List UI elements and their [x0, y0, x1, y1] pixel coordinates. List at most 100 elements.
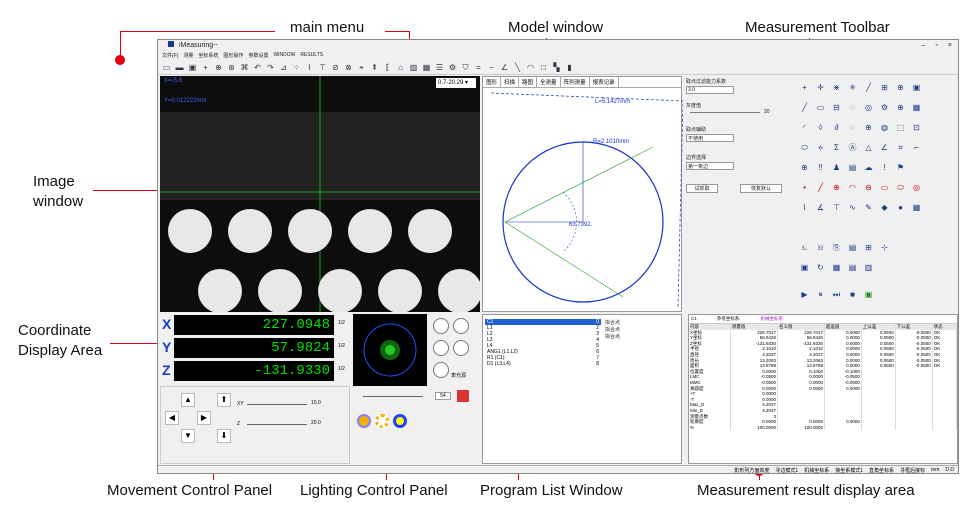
- report2-icon[interactable]: ⎂: [817, 243, 824, 252]
- top-light-icon[interactable]: [375, 414, 389, 428]
- red-rect-icon[interactable]: ▭: [880, 183, 889, 192]
- hook-icon[interactable]: ∂: [834, 123, 839, 132]
- restore-default-button[interactable]: 恢复默认: [740, 184, 782, 193]
- zoom-in-icon[interactable]: ⊕: [897, 83, 904, 92]
- step-icon[interactable]: ⏭: [832, 290, 841, 299]
- loop-icon[interactable]: ↻: [817, 263, 824, 272]
- menu-coordinate[interactable]: 坐标系统: [198, 53, 219, 59]
- coord-x-half[interactable]: 1/2: [338, 320, 345, 326]
- home-icon[interactable]: ⌂: [398, 63, 403, 72]
- grid-box-icon[interactable]: ⊟: [833, 103, 840, 112]
- dot-box-icon[interactable]: ⊡: [913, 123, 920, 132]
- fit-point-item[interactable]: 拟合点: [605, 320, 621, 326]
- rectangle-icon[interactable]: ▭: [816, 103, 825, 112]
- edge-icon[interactable]: ⌇: [307, 63, 312, 72]
- grid-measure-icon[interactable]: ▦: [912, 103, 921, 112]
- point-icon[interactable]: ⁘: [293, 63, 300, 72]
- list-icon[interactable]: ☰: [435, 63, 444, 72]
- probe-icon[interactable]: ⌖: [359, 63, 364, 72]
- coax-light-icon[interactable]: [453, 318, 469, 334]
- measure-icon[interactable]: ⊿: [280, 63, 287, 72]
- cloud-icon[interactable]: ☁: [864, 163, 873, 172]
- crosshair-circle-icon[interactable]: ⊕: [801, 163, 808, 172]
- program-item[interactable]: R1 (C1)7: [487, 355, 599, 361]
- undo-icon[interactable]: ↶: [254, 63, 261, 72]
- stop-icon[interactable]: ■: [850, 290, 855, 299]
- fill-icon[interactable]: ◆: [881, 203, 888, 212]
- angle-icon[interactable]: ∠: [880, 143, 889, 152]
- export-icon[interactable]: ⎘: [833, 243, 840, 252]
- segment-light-icon[interactable]: [433, 340, 449, 356]
- redo-icon[interactable]: ↷: [267, 63, 274, 72]
- minimize-button[interactable]: –: [921, 42, 926, 49]
- report-icon[interactable]: ⎁: [801, 243, 808, 252]
- image-icon[interactable]: ▨: [409, 63, 418, 72]
- circle-plus-icon[interactable]: ⊕: [897, 103, 904, 112]
- fit-icon[interactable]: ⌘: [240, 63, 249, 72]
- coord-y-half[interactable]: 1/2: [338, 343, 345, 349]
- circle-target-icon[interactable]: ◎: [865, 103, 872, 112]
- target-icon[interactable]: ⊛: [228, 63, 235, 72]
- wave-icon[interactable]: ∿: [849, 203, 856, 212]
- bend-icon[interactable]: ⌐: [914, 143, 919, 152]
- quad-light-icon[interactable]: [453, 340, 469, 356]
- menu-settings[interactable]: 参数设置: [248, 53, 269, 59]
- tab-path[interactable]: 路图: [519, 77, 538, 87]
- program-item[interactable]: D1 (L3,L4)8: [487, 361, 599, 367]
- drop-icon[interactable]: ◊: [818, 123, 823, 132]
- coaxial-light-icon[interactable]: [393, 414, 407, 428]
- ellipse-icon[interactable]: ⬭: [801, 143, 808, 152]
- xy-speed-slider[interactable]: [247, 404, 307, 405]
- test-capture-button[interactable]: 试抓取: [686, 184, 718, 193]
- table2-icon[interactable]: ▤: [848, 263, 857, 272]
- play-icon[interactable]: ▶: [801, 290, 808, 299]
- menu-measure[interactable]: 测量: [183, 53, 194, 59]
- red-line-icon[interactable]: ╱: [818, 183, 823, 192]
- cancel-icon[interactable]: ⊗: [345, 63, 352, 72]
- circle-dash-icon[interactable]: ◌: [850, 103, 855, 112]
- close-button[interactable]: ×: [947, 42, 952, 49]
- z-up-button[interactable]: ⬆: [217, 393, 231, 407]
- menu-window[interactable]: WINDOW: [273, 52, 296, 58]
- table-icon[interactable]: ▤: [848, 163, 857, 172]
- maximize-button[interactable]: ▫: [935, 42, 938, 49]
- box-point-icon[interactable]: ⊞: [881, 83, 888, 92]
- red-circle-icon[interactable]: ⊕: [833, 183, 840, 192]
- curve-points-icon[interactable]: ⌇: [802, 203, 807, 212]
- height-icon[interactable]: ⊤: [319, 63, 326, 72]
- letter-a-icon[interactable]: Ⓐ: [848, 143, 857, 152]
- edge-select[interactable]: 第一条边: [686, 162, 734, 170]
- move-down-button[interactable]: ▼: [181, 429, 195, 443]
- menu-graphics[interactable]: 图形操作: [223, 53, 244, 59]
- height-icon[interactable]: ⊤: [833, 203, 840, 212]
- tab-full-measure[interactable]: 全测量: [537, 77, 561, 87]
- fit-point-item[interactable]: 拟合点: [605, 327, 621, 333]
- plus-box-icon[interactable]: ⊞: [865, 243, 872, 252]
- zoom-select[interactable]: 0.7-20.29 ▾: [436, 78, 476, 88]
- triangle-icon[interactable]: △: [865, 143, 872, 152]
- image-measure-icon[interactable]: ▣: [912, 83, 921, 92]
- tab-report[interactable]: 报表记录: [590, 77, 619, 87]
- filter-select[interactable]: 3.0: [686, 86, 734, 94]
- move-up-button[interactable]: ▲: [181, 393, 195, 407]
- red-slot-icon[interactable]: ⊖: [865, 183, 872, 192]
- open-file-icon[interactable]: ▬: [175, 63, 184, 72]
- point-measure-icon[interactable]: +: [802, 83, 807, 92]
- slash-line-icon[interactable]: ╱: [802, 103, 807, 112]
- focus-icon[interactable]: ⊹: [881, 243, 888, 252]
- ring-light-icon[interactable]: [433, 318, 449, 334]
- save-icon[interactable]: ▣: [188, 63, 197, 72]
